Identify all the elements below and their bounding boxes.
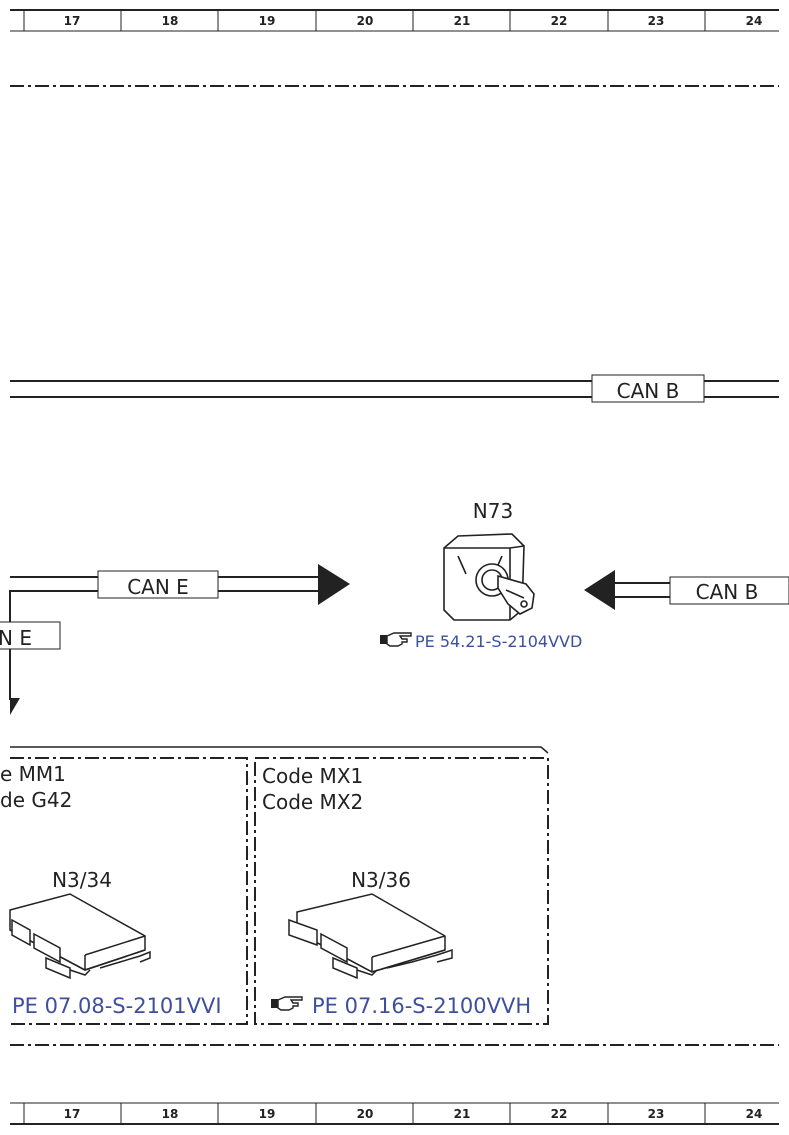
grid-ruler-bottom: 17 18 19 20 21 22 23 24 <box>10 1102 779 1125</box>
n73-component: N73 PE 54.21-S-2104VVD <box>380 499 582 651</box>
can-b-bus-right: CAN B <box>584 570 789 610</box>
module-group-outline <box>10 746 549 754</box>
grid-col-20-bottom: 20 <box>357 1107 374 1121</box>
grid-col-21-bottom: 21 <box>454 1107 471 1121</box>
grid-col-24-bottom: 24 <box>746 1107 763 1121</box>
control-module-icon <box>288 893 453 980</box>
n73-label: N73 <box>473 499 513 523</box>
n3-36-ref-link[interactable]: PE 07.16-S-2100VVH <box>312 994 531 1018</box>
n73-ref-link[interactable]: PE 54.21-S-2104VVD <box>415 632 582 651</box>
n3-34-code1: e MM1 <box>0 762 66 786</box>
grid-col-22-bottom: 22 <box>551 1107 568 1121</box>
arrow-down-icon <box>10 698 20 715</box>
pointing-hand-icon <box>271 996 303 1011</box>
grid-col-17: 17 <box>64 14 81 28</box>
grid-ruler-top: 17 18 19 20 21 22 23 24 <box>10 9 779 32</box>
grid-col-23-bottom: 23 <box>648 1107 665 1121</box>
pointing-hand-icon <box>380 632 412 647</box>
grid-col-17-bottom: 17 <box>64 1107 81 1121</box>
n3-34-label: N3/34 <box>52 868 112 892</box>
grid-col-18-bottom: 18 <box>162 1107 179 1121</box>
can-e-label: CAN E <box>127 575 189 599</box>
grid-col-24: 24 <box>746 14 763 28</box>
n3-36-code2: Code MX2 <box>262 790 363 814</box>
grid-col-20: 20 <box>357 14 374 28</box>
can-b-bus-top: CAN B <box>10 374 779 403</box>
grid-col-18: 18 <box>162 14 179 28</box>
ignition-switch-icon <box>443 533 535 621</box>
can-e-partial-label: N E <box>0 626 32 650</box>
n3-36-component: Code MX1 Code MX2 N3/36 PE 07.16-S-2100V… <box>254 757 549 1025</box>
n3-36-code1: Code MX1 <box>262 764 363 788</box>
grid-col-19-bottom: 19 <box>259 1107 276 1121</box>
grid-col-23: 23 <box>648 14 665 28</box>
arrow-left-icon <box>584 570 615 610</box>
can-b-label-top: CAN B <box>617 379 680 403</box>
n3-34-code2: de G42 <box>0 788 72 812</box>
n3-34-ref-link[interactable]: PE 07.08-S-2101VVI <box>12 994 222 1018</box>
grid-col-21: 21 <box>454 14 471 28</box>
can-e-bus: CAN E N E <box>0 564 350 715</box>
n3-36-label: N3/36 <box>351 868 411 892</box>
n3-34-component: e MM1 de G42 N3/34 PE 07.08-S-2101VVI <box>0 757 248 1025</box>
arrow-right-icon <box>318 564 350 605</box>
grid-col-19: 19 <box>259 14 276 28</box>
can-b-label-right: CAN B <box>696 580 759 604</box>
control-module-icon <box>9 893 151 980</box>
grid-col-22: 22 <box>551 14 568 28</box>
